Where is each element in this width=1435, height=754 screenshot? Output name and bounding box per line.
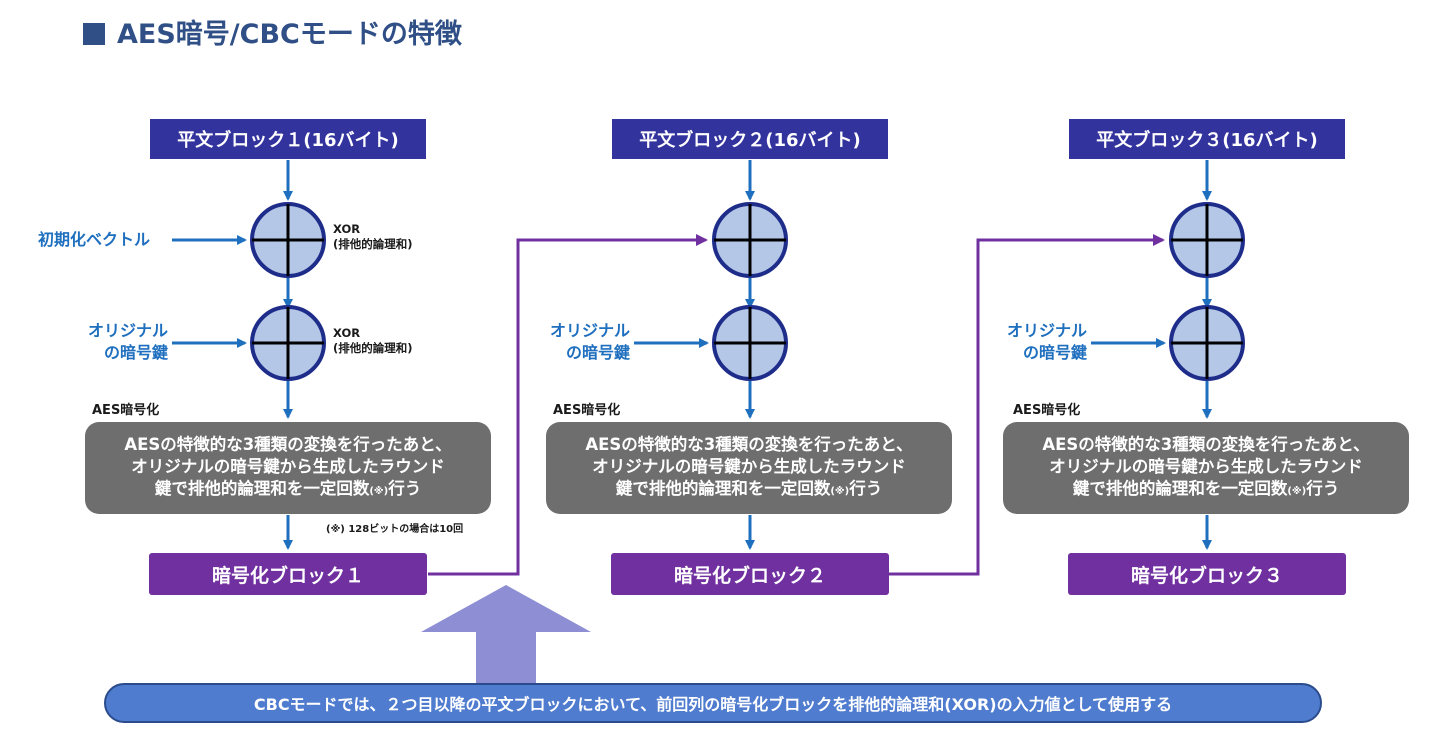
plaintext-block-2: 平文ブロック２(16バイト) [612,119,888,159]
key-label-line2: の暗号鍵 [103,343,168,362]
xor-circle-col3-top [1169,202,1245,278]
plaintext-block-3: 平文ブロック３(16バイト) [1069,119,1345,159]
aes-line-2: オリジナルの暗号鍵から生成したラウンド [1049,456,1363,476]
xor-label-line2: (排他的論理和) [333,237,413,251]
aes-line-1: AESの特徴的な3種類の変換を行ったあと、 [1042,434,1370,454]
chain-line-2-to-3 [888,234,1165,576]
aes-line-3-end: 行う [388,478,422,498]
xor-circle-col2-top [712,202,788,278]
xor-label-line1: XOR [333,326,361,340]
aes-process-box-col1: AESの特徴的な3種類の変換を行ったあと、 オリジナルの暗号鍵から生成したラウン… [85,422,491,514]
cbc-explanation-box: CBCモードでは、２つ目以降の平文ブロックにおいて、前回列の暗号化ブロックを排他… [104,683,1322,723]
aes-line-1: AESの特徴的な3種類の変換を行ったあと、 [124,434,452,454]
aes-note-mark: (※) [369,485,389,497]
iv-label: 初期化ベクトル [38,230,151,249]
flow-arrows-col2 [634,160,755,550]
key-label-line1: オリジナル [549,321,630,340]
key-label-col2: オリジナル の暗号鍵 [514,320,630,364]
aes-line-2: オリジナルの暗号鍵から生成したラウンド [592,456,906,476]
xor-label-col1-bottom: XOR (排他的論理和) [333,326,413,356]
key-label-line1: オリジナル [87,321,168,340]
xor-label-col1-top: XOR (排他的論理和) [333,222,413,252]
xor-circle-col1-top [250,202,326,278]
flow-arrows-col1 [172,160,293,550]
aes-line-3: 鍵で排他的論理和を一定回数(※)行う [155,478,421,503]
cipher-block-2: 暗号化ブロック２ [611,553,889,595]
xor-label-line1: XOR [333,222,361,236]
plaintext-block-1: 平文ブロック１(16バイト) [150,119,426,159]
key-label-line1: オリジナル [1006,321,1087,340]
aes-label-col1: AES暗号化 [92,403,160,418]
aes-line-3-text: 鍵で排他的論理和を一定回数 [1072,478,1288,498]
aes-note-mark: (※) [830,485,850,497]
xor-circle-col1-bottom [250,305,326,381]
cipher-block-1: 暗号化ブロック１ [149,553,427,595]
xor-circle-col2-bottom [712,305,788,381]
key-label-col1: オリジナル の暗号鍵 [52,320,168,364]
aes-process-box-col2: AESの特徴的な3種類の変換を行ったあと、 オリジナルの暗号鍵から生成したラウン… [546,422,952,514]
flow-arrows-col3 [1091,160,1212,550]
key-label-line2: の暗号鍵 [1022,343,1087,362]
footnote: (※) 128ビットの場合は10回 [326,524,464,535]
aes-line-3-text: 鍵で排他的論理和を一定回数 [615,478,831,498]
cipher-block-3: 暗号化ブロック３ [1068,553,1346,595]
aes-process-box-col3: AESの特徴的な3種類の変換を行ったあと、 オリジナルの暗号鍵から生成したラウン… [1003,422,1409,514]
aes-line-1: AESの特徴的な3種類の変換を行ったあと、 [585,434,913,454]
aes-line-3-end: 行う [1306,478,1340,498]
aes-line-2: オリジナルの暗号鍵から生成したラウンド [131,456,445,476]
xor-circle-col3-bottom [1169,305,1245,381]
xor-label-line2: (排他的論理和) [333,341,413,355]
page-title: AES暗号/CBCモードの特徴 [83,12,462,51]
key-label-col3: オリジナル の暗号鍵 [971,320,1087,364]
chain-line-1-to-2 [428,234,708,576]
aes-line-3-end: 行う [849,478,883,498]
aes-line-3: 鍵で排他的論理和を一定回数(※)行う [1073,478,1339,503]
aes-label-col2: AES暗号化 [553,403,621,418]
title-text: AES暗号/CBCモードの特徴 [117,19,462,50]
big-up-arrow [421,585,591,688]
aes-note-mark: (※) [1287,485,1307,497]
aes-label-col3: AES暗号化 [1013,403,1081,418]
aes-line-3: 鍵で排他的論理和を一定回数(※)行う [616,478,882,503]
title-square-icon [83,23,105,45]
aes-line-3-text: 鍵で排他的論理和を一定回数 [154,478,370,498]
key-label-line2: の暗号鍵 [565,343,630,362]
